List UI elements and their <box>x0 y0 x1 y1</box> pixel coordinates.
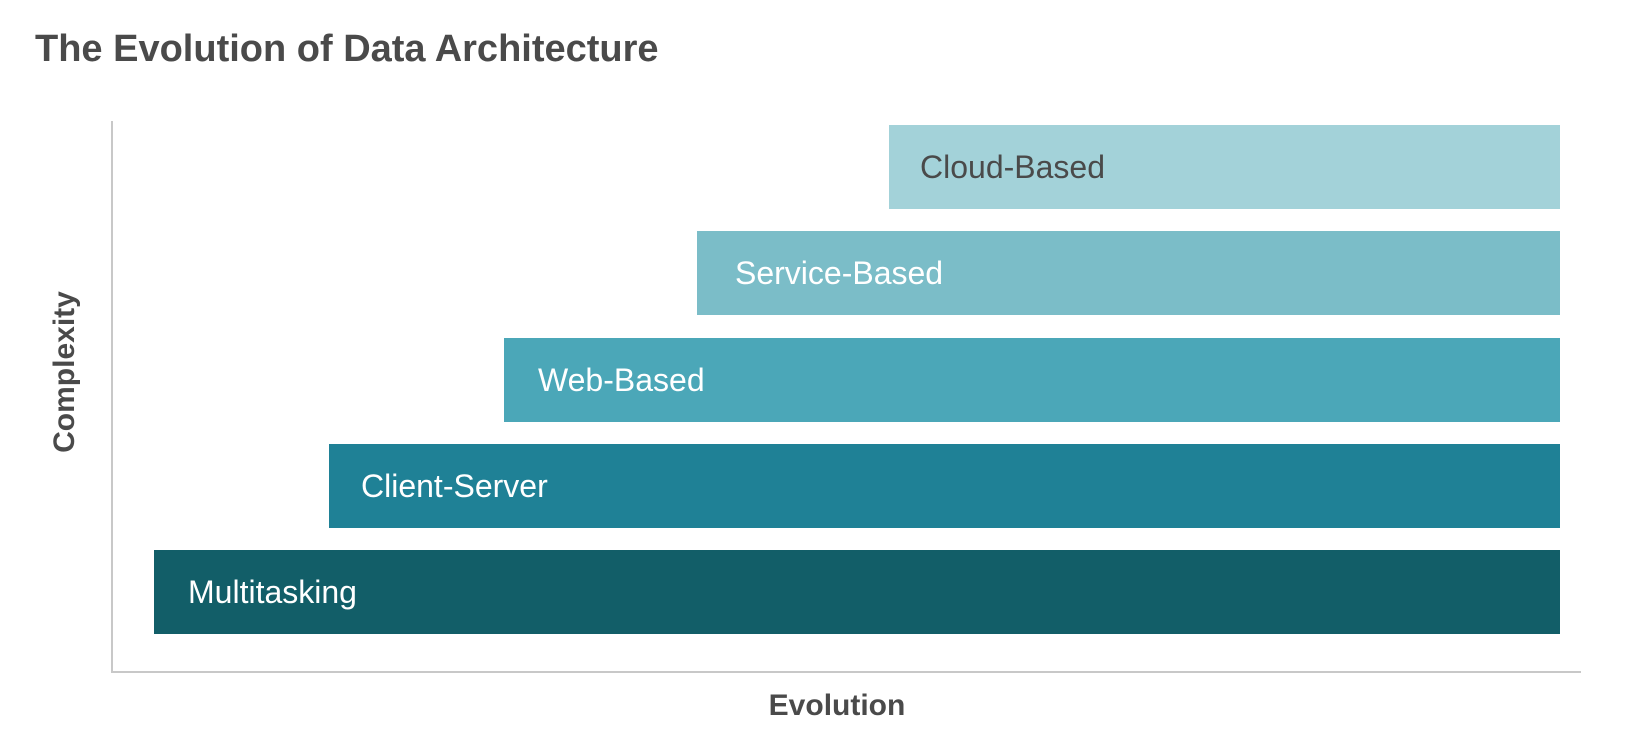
x-axis-label: Evolution <box>768 689 906 722</box>
y-axis-label: Complexity <box>48 291 81 453</box>
stage-label-client-server: Client-Server <box>361 467 548 504</box>
y-axis-line <box>111 121 113 673</box>
stage-bar-web-based: Web-Based <box>504 338 1560 422</box>
stage-bar-service-based: Service-Based <box>697 231 1560 315</box>
stage-bar-client-server: Client-Server <box>329 444 1560 528</box>
diagram-title: The Evolution of Data Architecture <box>35 28 659 70</box>
stage-label-service-based: Service-Based <box>735 254 944 291</box>
stage-bar-multitasking: Multitasking <box>154 550 1560 634</box>
stage-label-multitasking: Multitasking <box>188 573 357 610</box>
stage-bar-cloud-based: Cloud-Based <box>889 125 1560 209</box>
stage-label-cloud-based: Cloud-Based <box>920 148 1105 185</box>
x-axis-line <box>111 671 1581 673</box>
stage-label-web-based: Web-Based <box>538 361 705 398</box>
